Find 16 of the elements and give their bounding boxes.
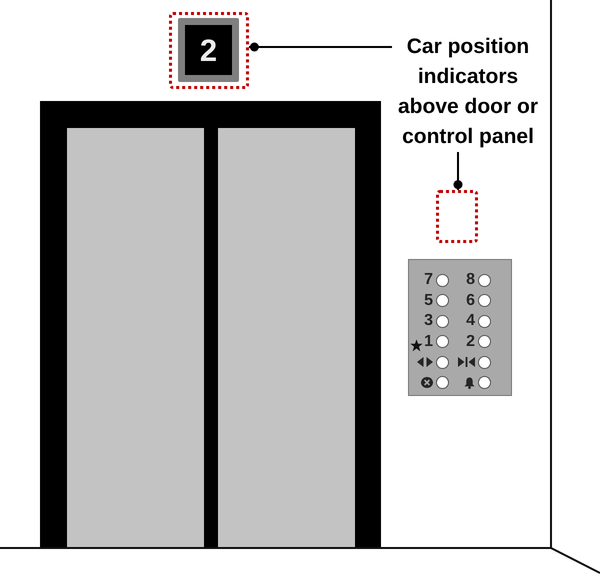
floor-number: 5 [424,292,433,309]
floor-number: 7 [424,272,433,288]
leader-line [454,152,462,190]
floor-number: 3 [424,313,433,330]
highlight-outline [436,190,478,243]
floor-number: 6 [466,292,475,309]
floor-number: 4 [466,313,475,330]
floor-indicator-display [178,18,239,82]
floor-number: 8 [466,272,475,288]
floor-number: 2 [200,34,218,66]
floor-number: 1 [424,334,433,350]
control-panel [408,259,512,396]
floor-number: 2 [466,334,475,350]
highlight-outline [169,12,249,89]
leader-line [249,42,392,52]
callout-text: Car position indicators above door or control panel [392,32,544,152]
